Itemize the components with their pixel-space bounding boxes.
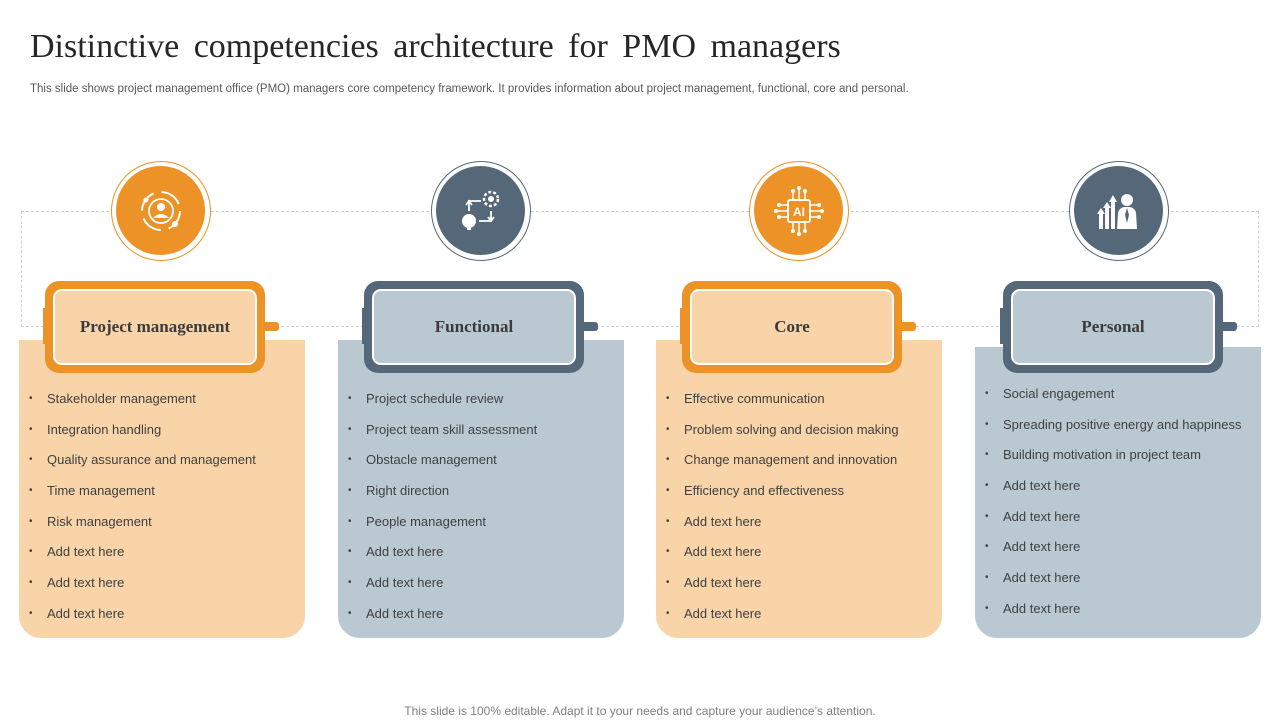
list-item: Project schedule review (348, 390, 537, 421)
list-item: Add text here (666, 543, 899, 574)
list-item: Time management (29, 482, 256, 513)
dashed-connector-frame (21, 211, 1259, 327)
list-item: Add text here (29, 605, 256, 636)
list-item: Problem solving and decision making (666, 421, 899, 452)
svg-text:AI: AI (793, 205, 805, 219)
connector-tab-right (902, 322, 916, 331)
functional-list: Project schedule review Project team ski… (348, 390, 537, 636)
slide-subtitle: This slide shows project management offi… (30, 83, 909, 95)
list-item: Add text here (985, 569, 1242, 600)
project-management-label: Project management (53, 289, 257, 365)
list-item: Add text here (985, 508, 1242, 539)
personal-label-box: Personal (1003, 281, 1223, 373)
list-item: Add text here (666, 605, 899, 636)
list-item: Add text here (666, 574, 899, 605)
connector-tab-left (1000, 308, 1004, 344)
ai-chip-icon: AI (773, 185, 824, 236)
list-item: Effective communication (666, 390, 899, 421)
footer-note: This slide is 100% editable. Adapt it to… (404, 704, 876, 718)
core-list: Effective communication Problem solving … (666, 390, 899, 636)
list-item: Project team skill assessment (348, 421, 537, 452)
personal-icon-ring (1069, 161, 1169, 261)
growth-person-icon (1096, 193, 1137, 229)
list-item: Risk management (29, 513, 256, 544)
list-item: Add text here (348, 543, 537, 574)
list-item: Integration handling (29, 421, 256, 452)
core-label-box: Core (682, 281, 902, 373)
list-item: Add text here (348, 574, 537, 605)
list-item: Right direction (348, 482, 537, 513)
connector-tab-right (265, 322, 279, 331)
list-item: Social engagement (985, 385, 1242, 416)
functional-icon-ring (431, 161, 531, 261)
list-item: Add text here (29, 574, 256, 605)
list-item: Add text here (985, 600, 1242, 631)
manager-target-icon (140, 190, 181, 231)
list-item: Add text here (985, 538, 1242, 569)
personal-label: Personal (1011, 289, 1215, 365)
personal-card: Social engagement Spreading positive ene… (975, 347, 1261, 638)
list-item: Obstacle management (348, 451, 537, 482)
list-item: Stakeholder management (29, 390, 256, 421)
list-item: Spreading positive energy and happiness (985, 416, 1242, 447)
list-item: Add text here (985, 477, 1242, 508)
project-management-card: Stakeholder management Integration handl… (19, 340, 305, 638)
list-item: Add text here (29, 543, 256, 574)
list-item: Change management and innovation (666, 451, 899, 482)
list-item: People management (348, 513, 537, 544)
functional-label-box: Functional (364, 281, 584, 373)
core-card: Effective communication Problem solving … (656, 340, 942, 638)
connector-tab-right (1223, 322, 1237, 331)
functional-label: Functional (372, 289, 576, 365)
personal-list: Social engagement Spreading positive ene… (985, 385, 1242, 631)
project-management-icon-ring (111, 161, 211, 261)
project-management-list: Stakeholder management Integration handl… (29, 390, 256, 636)
list-item: Add text here (666, 513, 899, 544)
project-management-label-box: Project management (45, 281, 265, 373)
list-item: Efficiency and effectiveness (666, 482, 899, 513)
functional-card: Project schedule review Project team ski… (338, 340, 624, 638)
list-item: Building motivation in project team (985, 446, 1242, 477)
list-item: Quality assurance and management (29, 451, 256, 482)
core-icon-ring: AI (749, 161, 849, 261)
slide-title: Distinctive competencies architecture fo… (30, 28, 841, 65)
list-item: Add text here (348, 605, 537, 636)
gear-lightbulb-process-icon (461, 190, 499, 230)
core-label: Core (690, 289, 894, 365)
connector-tab-right (584, 322, 598, 331)
